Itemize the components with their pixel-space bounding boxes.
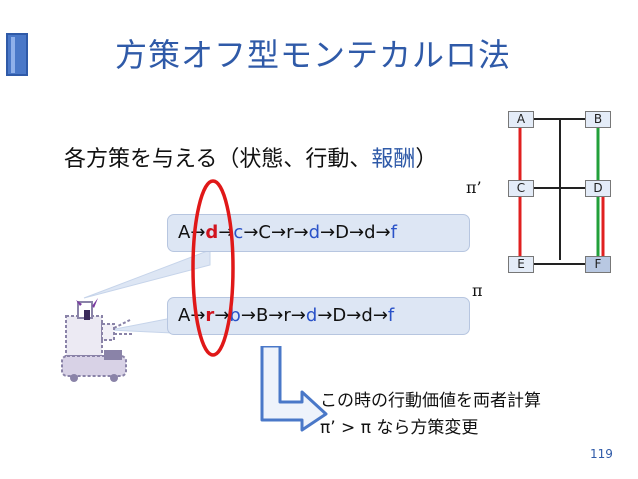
- pi-prime-label: π’: [466, 178, 482, 197]
- sequence-token: d: [361, 305, 373, 326]
- arrow-icon: →: [268, 305, 284, 326]
- conclusion-line-2: π’ > π なら方策変更: [320, 418, 479, 438]
- sequence-pi: A→r→b→B→r→d→D→d→f: [167, 297, 470, 335]
- slide-title: 方策オフ型モンテカルロ法: [115, 36, 512, 74]
- bent-arrow-icon: [260, 346, 328, 432]
- sequence-token: D: [335, 222, 349, 243]
- arrow-icon: →: [240, 305, 256, 326]
- grid-node-b: B: [585, 111, 611, 128]
- subtitle-accent: 報酬: [371, 147, 416, 172]
- conclusion-line-1: この時の行動価値を両者計算: [320, 391, 541, 411]
- arrow-icon: →: [290, 305, 306, 326]
- arrow-icon: →: [375, 222, 391, 243]
- sequence-token: f: [387, 305, 395, 326]
- sequence-token: c: [233, 222, 244, 243]
- sequence-token: d: [364, 222, 376, 243]
- sequence-token: C: [258, 222, 271, 243]
- arrow-icon: →: [346, 305, 362, 326]
- sequence-token: d: [308, 222, 321, 243]
- grid-node-a: A: [508, 111, 534, 128]
- pi-label: π: [472, 281, 483, 300]
- arrow-icon: →: [348, 222, 365, 243]
- sequence-token: D: [332, 305, 347, 326]
- grid-node-d: D: [585, 180, 611, 197]
- page-number: 119: [590, 447, 613, 461]
- sequence-token: r: [283, 305, 291, 326]
- sequence-token: r: [205, 305, 215, 326]
- arrow-icon: →: [372, 305, 388, 326]
- arrow-icon: →: [293, 222, 309, 243]
- subtitle-main: 各方策を与える（状態、行動、: [64, 147, 372, 172]
- subtitle: 各方策を与える（状態、行動、報酬）: [64, 141, 437, 173]
- grid-node-c: C: [508, 180, 534, 197]
- sequence-token: b: [229, 305, 241, 326]
- arrow-icon: →: [270, 222, 287, 243]
- sequence-token: r: [286, 222, 294, 243]
- sequence-pi-prime: A→d→c→C→r→d→D→d→f: [167, 214, 470, 252]
- sequence-token: B: [255, 305, 269, 326]
- sequence-token: A: [178, 222, 191, 243]
- sequence-token: f: [390, 222, 397, 243]
- sequence-token: d: [205, 222, 219, 243]
- sequence-token: A: [178, 305, 191, 326]
- arrow-icon: →: [214, 305, 230, 326]
- grid-node-f: F: [585, 256, 611, 273]
- arrow-icon: →: [317, 305, 333, 326]
- arrow-icon: →: [320, 222, 336, 243]
- subtitle-end: ）: [415, 147, 438, 172]
- title-accent-bar: [6, 33, 28, 76]
- arrow-icon: →: [243, 222, 259, 243]
- grid-node-e: E: [508, 256, 534, 273]
- robot-illustration: [61, 298, 132, 382]
- sequence-token: d: [305, 305, 318, 326]
